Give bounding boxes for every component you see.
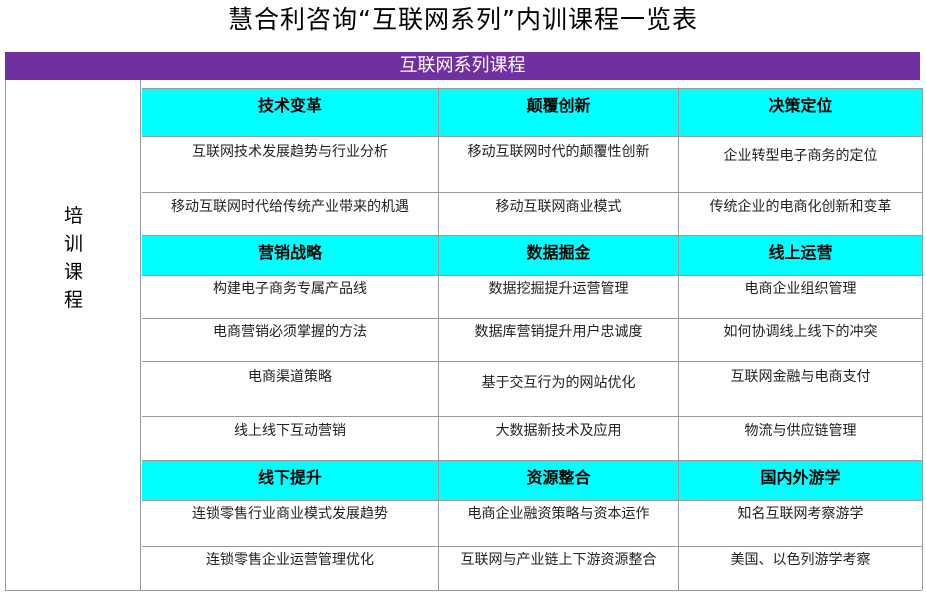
section-header: 技术变革: [142, 89, 439, 136]
section-header: 营销战略: [142, 236, 439, 275]
left-category-column: 培 训 课 程: [6, 80, 141, 590]
section-header: 线下提升: [142, 461, 439, 500]
table-row: 连锁零售企业运营管理优化 互联网与产业链上下游资源整合 美国、以色列游学考察: [142, 546, 923, 590]
section-header-row: 线下提升 资源整合 国内外游学: [142, 460, 923, 500]
table-row: 互联网技术发展趋势与行业分析 移动互联网时代的颠覆性创新 企业转型电子商务的定位: [142, 136, 923, 192]
category-char: 程: [63, 289, 83, 311]
course-cell: 移动互联网时代的颠覆性创新: [439, 137, 679, 192]
course-cell: 电商渠道策略: [142, 362, 439, 416]
course-cell: 基于交互行为的网站优化: [439, 362, 679, 416]
table-row: 电商渠道策略 基于交互行为的网站优化 互联网金融与电商支付: [142, 361, 923, 416]
course-cell: 构建电子商务专属产品线: [142, 276, 439, 318]
course-cell: 数据库营销提升用户忠诚度: [439, 319, 679, 361]
table-row: 线上线下互动营销 大数据新技术及应用 物流与供应链管理: [142, 416, 923, 460]
section-header: 颠覆创新: [439, 89, 679, 136]
course-cell: 电商营销必须掌握的方法: [142, 319, 439, 361]
course-cell: 互联网技术发展趋势与行业分析: [142, 137, 439, 192]
course-cell: 美国、以色列游学考察: [679, 547, 923, 590]
table-row: 构建电子商务专属产品线 数据挖掘提升运营管理 电商企业组织管理: [142, 275, 923, 318]
course-cell: 电商企业融资策略与资本运作: [439, 501, 679, 546]
course-cell: 知名互联网考察游学: [679, 501, 923, 546]
section-header: 数据掘金: [439, 236, 679, 275]
course-cell: 连锁零售行业商业模式发展趋势: [142, 501, 439, 546]
section-header: 国内外游学: [679, 461, 923, 500]
page-title: 慧合利咨询“互联网系列”内训课程一览表: [228, 5, 698, 34]
course-cell: 传统企业的电商化创新和变革: [679, 193, 923, 235]
section-header-row: 技术变革 颠覆创新 决策定位: [142, 88, 923, 136]
course-cell: 如何协调线上线下的冲突: [679, 319, 923, 361]
category-char: 课: [63, 261, 83, 283]
category-char: 培: [63, 205, 83, 227]
course-cell: 移动互联网时代给传统产业带来的机遇: [142, 193, 439, 235]
course-cell: 电商企业组织管理: [679, 276, 923, 318]
course-cell: 互联网与产业链上下游资源整合: [439, 547, 679, 590]
course-cell: 大数据新技术及应用: [439, 417, 679, 460]
course-cell: 连锁零售企业运营管理优化: [142, 547, 439, 590]
category-label: 培 训 课 程: [6, 202, 141, 314]
section-header: 线上运营: [679, 236, 923, 275]
section-header-row: 营销战略 数据掘金 线上运营: [142, 235, 923, 275]
course-table: 培 训 课 程 技术变革 颠覆创新 决策定位 互联网技术发展趋势与行业分析 移动…: [5, 80, 923, 591]
section-header: 决策定位: [679, 89, 923, 136]
table-row: 电商营销必须掌握的方法 数据库营销提升用户忠诚度 如何协调线上线下的冲突: [142, 318, 923, 361]
course-cell: 数据挖掘提升运营管理: [439, 276, 679, 318]
course-cell: 企业转型电子商务的定位: [679, 137, 923, 192]
table-row: 连锁零售行业商业模式发展趋势 电商企业融资策略与资本运作 知名互联网考察游学: [142, 500, 923, 546]
course-cell: 移动互联网商业模式: [439, 193, 679, 235]
category-char: 训: [63, 233, 83, 255]
course-cell: 线上线下互动营销: [142, 417, 439, 460]
course-cell: 物流与供应链管理: [679, 417, 923, 460]
section-header: 资源整合: [439, 461, 679, 500]
series-banner: 互联网系列课程: [5, 52, 920, 80]
table-row: 移动互联网时代给传统产业带来的机遇 移动互联网商业模式 传统企业的电商化创新和变…: [142, 192, 923, 235]
course-cell: 互联网金融与电商支付: [679, 362, 923, 416]
